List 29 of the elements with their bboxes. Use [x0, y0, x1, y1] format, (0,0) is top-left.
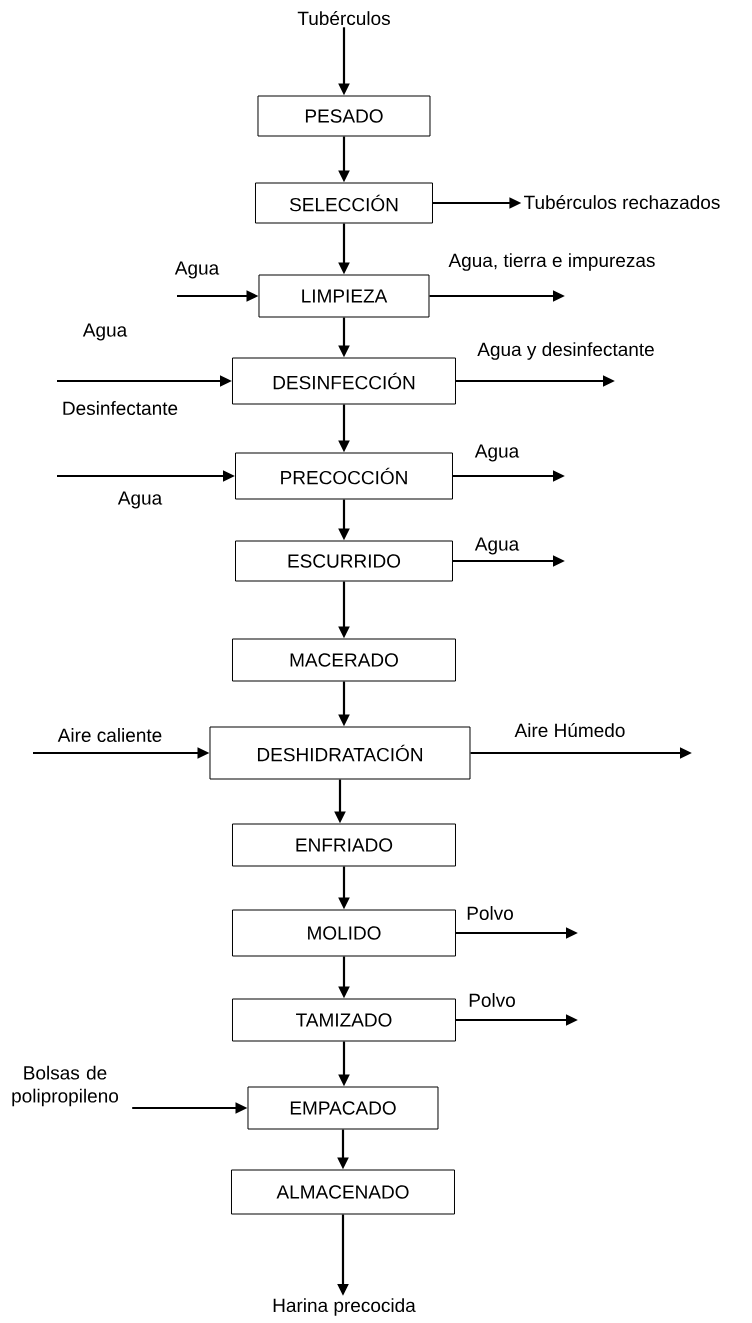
edge-label: Agua [474, 444, 520, 462]
flow-label: Desinfectante [63, 401, 178, 415]
edge-label: Agua [117, 491, 163, 509]
flow-label: Harina precocida [273, 1298, 416, 1316]
process-box: TAMIZADO [232, 998, 456, 1042]
process-box: PRECOCCIÓN [235, 452, 453, 500]
process-box: ENFRIADO [232, 823, 456, 867]
process-box: DESINFECCIÓN [232, 357, 456, 405]
process-box: EMPACADO [247, 1086, 439, 1130]
process-box: ESCURRIDO [235, 540, 453, 582]
process-box: DESHIDRATACIÓN [209, 726, 471, 780]
edge-label: Polvo [469, 993, 515, 1007]
flow-label: Bolsas de polipropileno [12, 1065, 119, 1107]
edge-label: Aire Húmedo [514, 722, 625, 738]
process-box: PESADO [257, 95, 431, 137]
process-box: MOLIDO [232, 909, 456, 957]
edge-label: Polvo [467, 906, 513, 920]
process-box: SELECCIÓN [255, 182, 433, 224]
edge-label: Aire caliente [57, 728, 162, 742]
edge-label: Agua y desinfectante [477, 342, 654, 360]
flow-label: Tubérculos [297, 10, 390, 26]
edge-label: Agua [82, 323, 128, 341]
edge-label: Agua [474, 537, 520, 555]
edge-label: Agua, tierra e impurezas [448, 253, 655, 271]
flow-label: Tubérculos rechazados [524, 194, 720, 210]
process-box: MACERADO [232, 638, 456, 682]
edge-label: Agua [174, 261, 220, 279]
process-box: ALMACENADO [231, 1169, 455, 1215]
process-box: LIMPIEZA [258, 274, 430, 318]
